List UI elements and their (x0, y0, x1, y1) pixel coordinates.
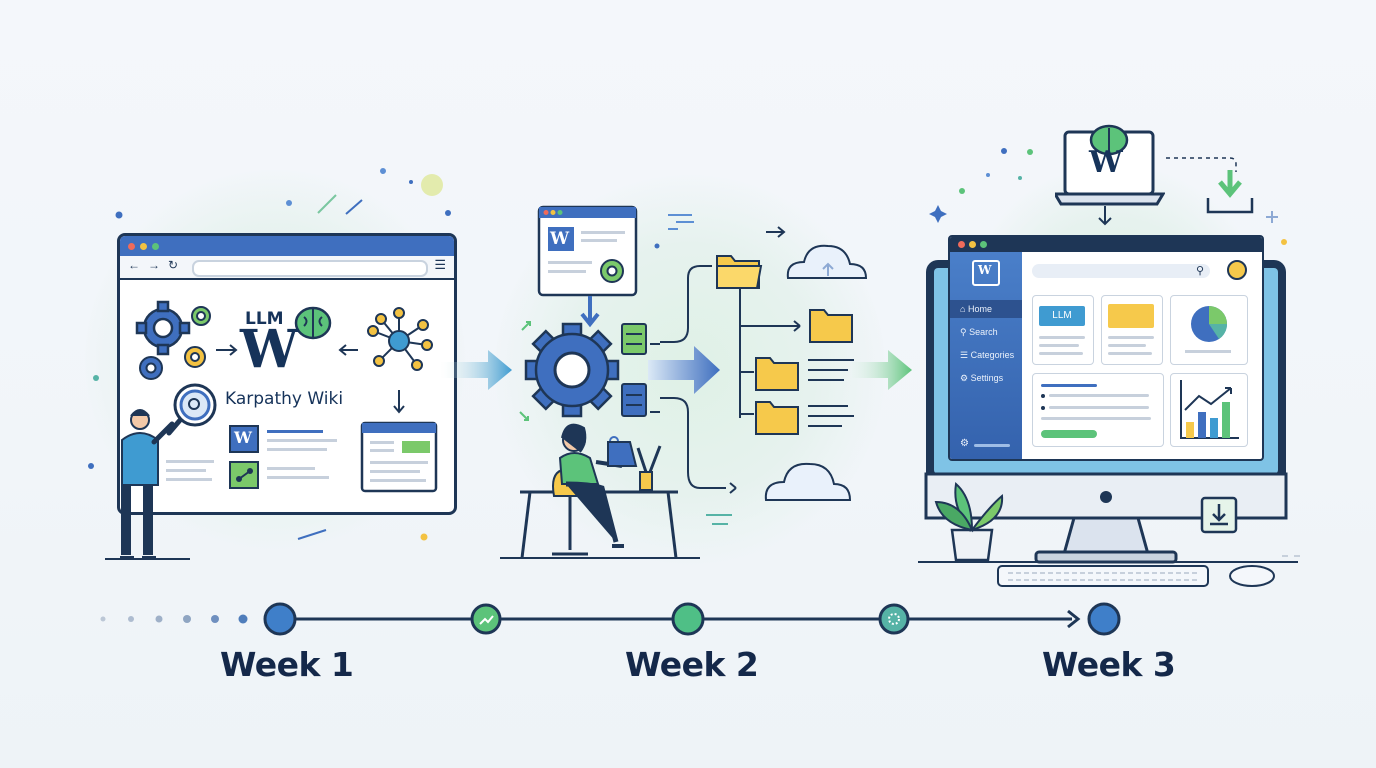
card-pie-chart (1170, 295, 1248, 365)
sidebar-logo-w: W (978, 263, 992, 277)
sidebar-item-search-label: Search (969, 327, 998, 337)
sidebar-item-search[interactable]: ⚲ Search (960, 327, 998, 338)
address-bar[interactable] (192, 260, 428, 277)
app-search-bar[interactable] (1032, 264, 1210, 278)
wiki-doc-icon (229, 425, 259, 453)
sidebar-item-home-bg (950, 300, 1022, 318)
sidebar-footer: ⚙ (960, 438, 969, 449)
mini-browser-icon (360, 421, 438, 493)
server-stack-icon (621, 323, 647, 417)
week2-illustration (500, 205, 868, 559)
minimize-dot (140, 242, 147, 250)
gear-icon-small-green (191, 306, 211, 326)
search-icon[interactable]: ⚲ (1196, 265, 1205, 277)
reload-icon[interactable]: ↻ (168, 258, 179, 272)
week2-node (671, 602, 705, 636)
cloud-icon (786, 244, 868, 279)
week-1-label: Week 1 (220, 645, 354, 684)
menu-icon[interactable]: ☰ (434, 257, 446, 272)
gear-icon: ⚙ (960, 373, 969, 383)
network-icon (367, 307, 433, 371)
sidebar-item-home[interactable]: ⌂ Home (960, 304, 992, 314)
laptop-icon (1055, 124, 1165, 226)
browser-titlebar (120, 236, 454, 256)
sidebar-item-categories[interactable]: ☰ Categories (960, 350, 1014, 361)
avatar[interactable] (1227, 260, 1247, 280)
timeline (100, 602, 1121, 636)
bar-chart-icon (1180, 380, 1239, 439)
sidebar-logo (972, 260, 1000, 286)
llm-label: LLM (245, 309, 284, 329)
sidebar-item-settings-label: Settings (970, 373, 1004, 383)
magnifier-icon (166, 383, 217, 436)
pie-chart-icon (1185, 306, 1231, 353)
folder-icon (809, 309, 853, 343)
week-3-label: Week 3 (1042, 645, 1176, 684)
brain-icon (1089, 124, 1129, 156)
gear-icon-small-yellow (184, 346, 206, 368)
flow-arrow-2 (852, 350, 912, 390)
browser-toolbar: ← → ↻ ☰ (120, 256, 454, 280)
folder-icon (716, 255, 763, 289)
close-dot (128, 242, 135, 250)
card-yellow (1101, 295, 1163, 365)
week1-node (263, 602, 297, 636)
app-titlebar (950, 237, 1262, 252)
graph-doc-icon (229, 461, 259, 489)
folder-icon (755, 401, 799, 435)
gear-icon-small-blue (139, 356, 163, 380)
flow-arrow-1 (440, 350, 512, 390)
wiki-w-logo: W (240, 319, 299, 380)
llm-badge: LLM (1039, 306, 1085, 326)
card-llm: LLM (1032, 295, 1094, 365)
home-icon: ⌂ (960, 304, 966, 314)
site-name-label: Karpathy Wiki (225, 389, 344, 409)
wiki-app-screen: W ⌂ Home ⚲ Search ☰ Categories ⚙ Setting… (948, 235, 1264, 461)
gear-icon (135, 300, 191, 356)
wiki-doc-window (537, 205, 638, 297)
download-icon (1166, 157, 1254, 214)
sidebar-item-settings[interactable]: ⚙ Settings (960, 373, 1003, 384)
laptop-w-logo: W (1089, 145, 1123, 180)
brain-icon (294, 306, 332, 340)
sidebar-item-home-label: Home (967, 304, 992, 314)
gear-icon (600, 259, 624, 283)
list-icon: ☰ (960, 350, 969, 360)
week-2-label: Week 2 (625, 645, 759, 684)
doc-w-letter: W (234, 428, 252, 447)
week1-illustration (105, 300, 438, 560)
milestone-node (878, 603, 910, 635)
folder-icon (755, 357, 799, 391)
plant-icon (934, 482, 1004, 562)
doc-w-letter-week2: W (550, 229, 570, 249)
sidebar-item-categories-label: Categories (970, 350, 1015, 360)
download-box-icon (1200, 496, 1238, 534)
search-icon: ⚲ (960, 327, 967, 337)
app-sidebar: W ⌂ Home ⚲ Search ☰ Categories ⚙ Setting… (950, 252, 1022, 459)
back-arrow-icon[interactable]: ← (128, 258, 140, 272)
processing-gear-icon (524, 322, 620, 418)
cloud-icon (764, 462, 852, 501)
week3-node (1087, 602, 1121, 636)
forward-arrow-icon[interactable]: → (148, 258, 160, 272)
card-article (1032, 373, 1164, 447)
maximize-dot (152, 242, 159, 250)
person-at-desk (520, 423, 678, 559)
card-bar-chart (1170, 373, 1248, 447)
person-searching (120, 409, 175, 560)
